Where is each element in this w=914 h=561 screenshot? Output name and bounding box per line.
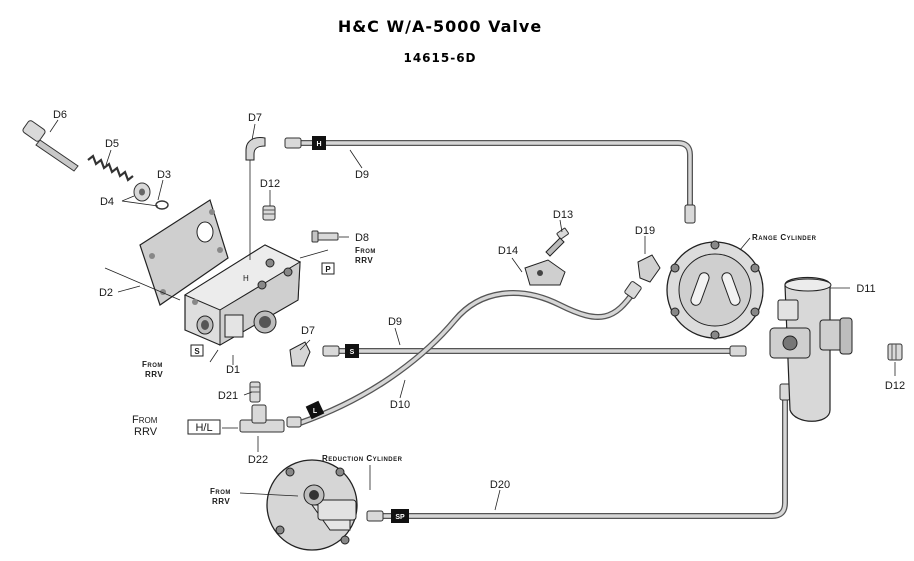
port-box-p: P bbox=[321, 262, 335, 275]
part-d13-bolt bbox=[545, 227, 569, 257]
from-rrv-p-line1: From bbox=[355, 246, 376, 255]
part-d2-gasket bbox=[139, 199, 229, 306]
label-d1: D1 bbox=[226, 364, 240, 376]
diagram-title: H&C W/A-5000 Valve bbox=[338, 17, 542, 36]
label-d7-lower: D7 bbox=[301, 325, 315, 337]
label-d14: D14 bbox=[498, 245, 518, 257]
svg-text:H: H bbox=[316, 141, 321, 148]
svg-text:H/L: H/L bbox=[195, 422, 212, 434]
part-d8-screw bbox=[311, 230, 339, 243]
part-d7-elbow-top bbox=[245, 137, 266, 260]
label-d12-top: D12 bbox=[260, 178, 280, 190]
tag-h: H bbox=[312, 136, 326, 150]
label-d9-mid: D9 bbox=[388, 316, 402, 328]
part-d14-bracket bbox=[524, 259, 566, 286]
hose-d10 bbox=[297, 287, 638, 426]
label-d2: D2 bbox=[99, 287, 113, 299]
part-d6-plunger bbox=[22, 120, 79, 172]
from-rrv-hl-line2: RRV bbox=[134, 426, 158, 438]
tag-l: L bbox=[305, 400, 325, 420]
part-d22-tee bbox=[239, 404, 285, 433]
port-mark-h: H bbox=[243, 274, 249, 283]
diagram-subtitle: 14615-6D bbox=[403, 51, 476, 65]
range-cylinder bbox=[666, 240, 764, 340]
from-rrv-rc-line1: From bbox=[210, 487, 231, 496]
callout-reduction-cylinder: Reduction Cylinder bbox=[322, 454, 403, 463]
label-d21: D21 bbox=[218, 390, 238, 402]
hose-d20 bbox=[377, 392, 788, 519]
label-d6: D6 bbox=[53, 109, 67, 121]
svg-text:S: S bbox=[194, 347, 200, 356]
part-d11-valve bbox=[769, 276, 853, 422]
from-rrv-p-line2: RRV bbox=[355, 256, 373, 265]
label-d9-top: D9 bbox=[355, 169, 369, 181]
label-d3: D3 bbox=[157, 169, 171, 181]
port-box-hl: H/L bbox=[187, 419, 221, 435]
svg-text:S: S bbox=[350, 349, 355, 356]
label-d20: D20 bbox=[490, 479, 510, 491]
svg-text:SP: SP bbox=[395, 514, 405, 521]
from-rrv-s-line1: From bbox=[142, 360, 163, 369]
hose-fittings bbox=[284, 137, 791, 522]
part-d12-plug-top bbox=[262, 205, 276, 221]
label-d12-right: D12 bbox=[885, 380, 905, 392]
label-d7-top: D7 bbox=[248, 112, 262, 124]
part-d19-elbow bbox=[637, 254, 661, 283]
label-d13: D13 bbox=[553, 209, 573, 221]
svg-text:L: L bbox=[313, 408, 318, 415]
label-d10: D10 bbox=[390, 399, 410, 411]
from-rrv-hl-line1: From bbox=[132, 414, 158, 426]
label-d8: D8 bbox=[355, 232, 369, 244]
callout-range-cylinder: Range Cylinder bbox=[752, 233, 817, 242]
from-rrv-s-line2: RRV bbox=[145, 370, 163, 379]
hose-d9-upper bbox=[297, 140, 693, 215]
reduction-cylinder bbox=[266, 459, 358, 551]
part-d1-valve-body bbox=[183, 244, 302, 346]
part-d3-seat bbox=[133, 182, 169, 210]
leader-lines bbox=[49, 119, 896, 511]
part-d5-spring bbox=[87, 154, 134, 182]
label-d11: D11 bbox=[856, 283, 875, 295]
label-d5: D5 bbox=[105, 138, 119, 150]
part-d12-plug-right bbox=[887, 343, 903, 361]
svg-text:P: P bbox=[325, 265, 331, 274]
tag-s: S bbox=[345, 344, 359, 358]
from-rrv-rc-line2: RRV bbox=[212, 497, 230, 506]
label-d19: D19 bbox=[635, 225, 655, 237]
part-d7-elbow-lower bbox=[289, 341, 311, 367]
label-d4: D4 bbox=[100, 196, 114, 208]
tag-sp: SP bbox=[391, 509, 409, 523]
port-box-s: S bbox=[190, 344, 204, 357]
label-d22: D22 bbox=[248, 454, 268, 466]
